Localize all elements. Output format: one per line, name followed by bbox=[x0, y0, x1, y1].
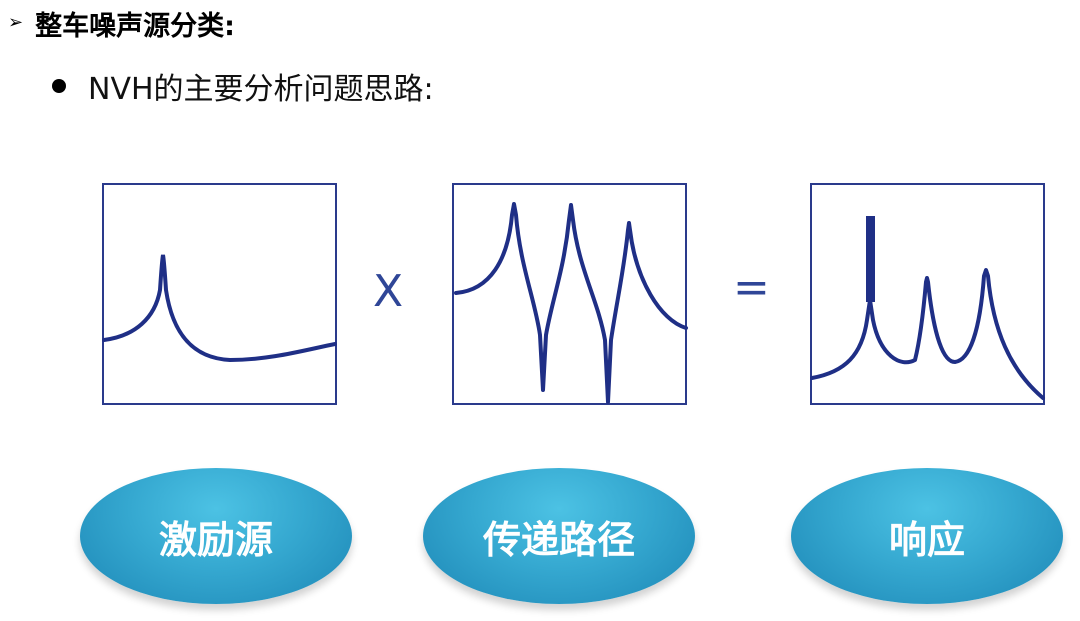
response-curve bbox=[810, 268, 1045, 400]
equals-operator: = bbox=[733, 262, 770, 313]
excitation-source-text: 激励源 bbox=[158, 517, 273, 562]
response-label: 响应 bbox=[791, 468, 1063, 604]
response-text: 响应 bbox=[888, 517, 965, 562]
response-peak-bar bbox=[866, 216, 875, 302]
section-heading: ➢ 整车噪声源分类: bbox=[8, 4, 235, 43]
bullet-item: NVH的主要分析问题思路: bbox=[46, 64, 434, 108]
excitation-source-label: 激励源 bbox=[80, 468, 352, 604]
arrow-bullet-icon: ➢ bbox=[8, 12, 24, 33]
bullet-dot-icon bbox=[52, 79, 66, 93]
excitation-plot-frame bbox=[102, 183, 337, 405]
transfer-path-text: 传递路径 bbox=[482, 517, 635, 562]
transfer-path-plot-frame bbox=[452, 183, 687, 405]
response-plot-frame bbox=[810, 183, 1045, 405]
excitation-curve bbox=[102, 254, 337, 363]
bullet-item-text: NVH的主要分析问题思路: bbox=[88, 72, 434, 107]
transfer-path-label: 传递路径 bbox=[423, 468, 695, 604]
section-heading-text: 整车噪声源分类: bbox=[35, 11, 235, 42]
multiply-operator: X bbox=[373, 266, 404, 317]
transfer-path-curve bbox=[454, 202, 688, 404]
